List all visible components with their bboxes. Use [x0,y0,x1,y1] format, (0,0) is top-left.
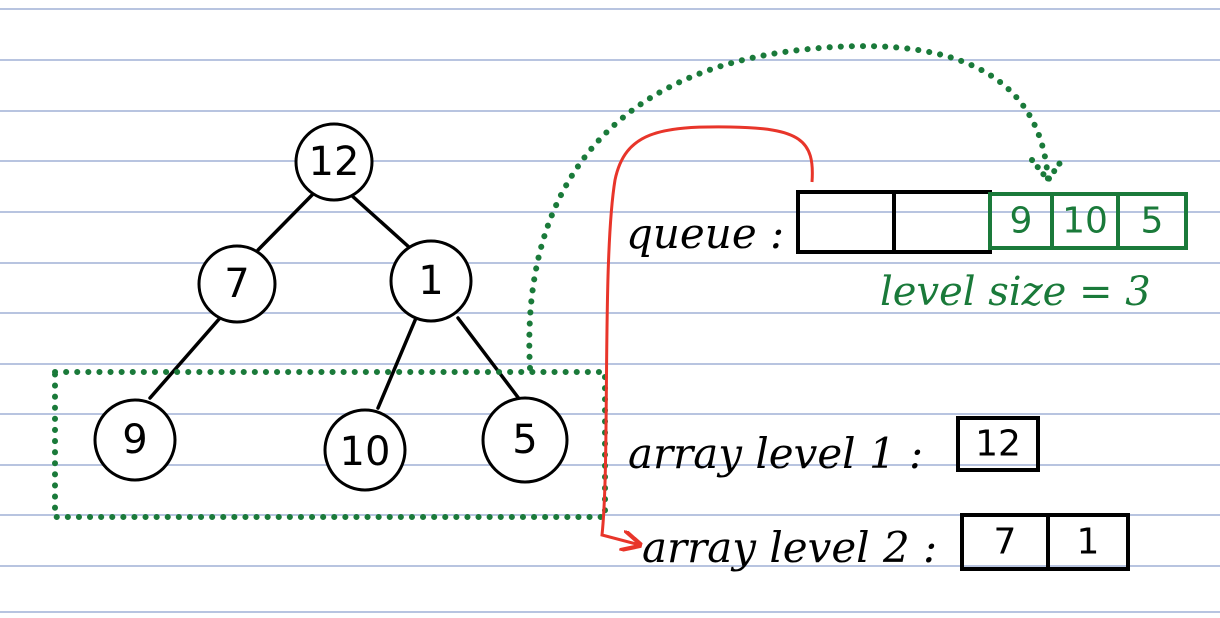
queue-label: queue : [626,209,784,258]
edge-12-1 [348,192,412,250]
array-cell: 7 [994,522,1017,563]
node-label: 1 [418,258,443,304]
node-label: 9 [122,417,147,463]
tree-node: 10 [323,408,407,492]
queue-cells: 9 10 5 [796,190,1188,254]
dequeue-arrow [600,125,814,545]
array-level-2-cells: 7 1 [960,513,1130,571]
edge-7-9 [148,316,222,400]
level-size-label: level size = 3 [880,269,1151,315]
enqueue-arrow-head [1029,157,1065,186]
queue-cell: 5 [1141,201,1164,242]
tree-node: 7 [197,244,277,324]
array-cell: 1 [1077,522,1100,563]
tree-node: 1 [389,239,473,323]
array-cell: 12 [975,424,1021,465]
edge-12-7 [256,191,316,252]
node-label: 7 [224,261,249,307]
tree-node: 9 [93,398,177,482]
tree-node-root: 12 [294,122,374,202]
array-level-1-label: array level 1 : [628,429,923,478]
queue-cell: 10 [1062,201,1108,242]
edge-1-10 [376,316,418,410]
node-label: 5 [512,417,537,463]
enqueue-arrow [526,43,1051,371]
tree-edges [148,191,522,410]
queue-cell: 9 [1010,201,1033,242]
tree-node: 5 [481,396,569,484]
node-label: 10 [340,429,391,475]
array-level-1-cells: 12 [956,416,1040,472]
array-level-2-label: array level 2 : [642,523,937,572]
node-label: 12 [309,139,360,185]
edge-1-5 [456,316,522,402]
